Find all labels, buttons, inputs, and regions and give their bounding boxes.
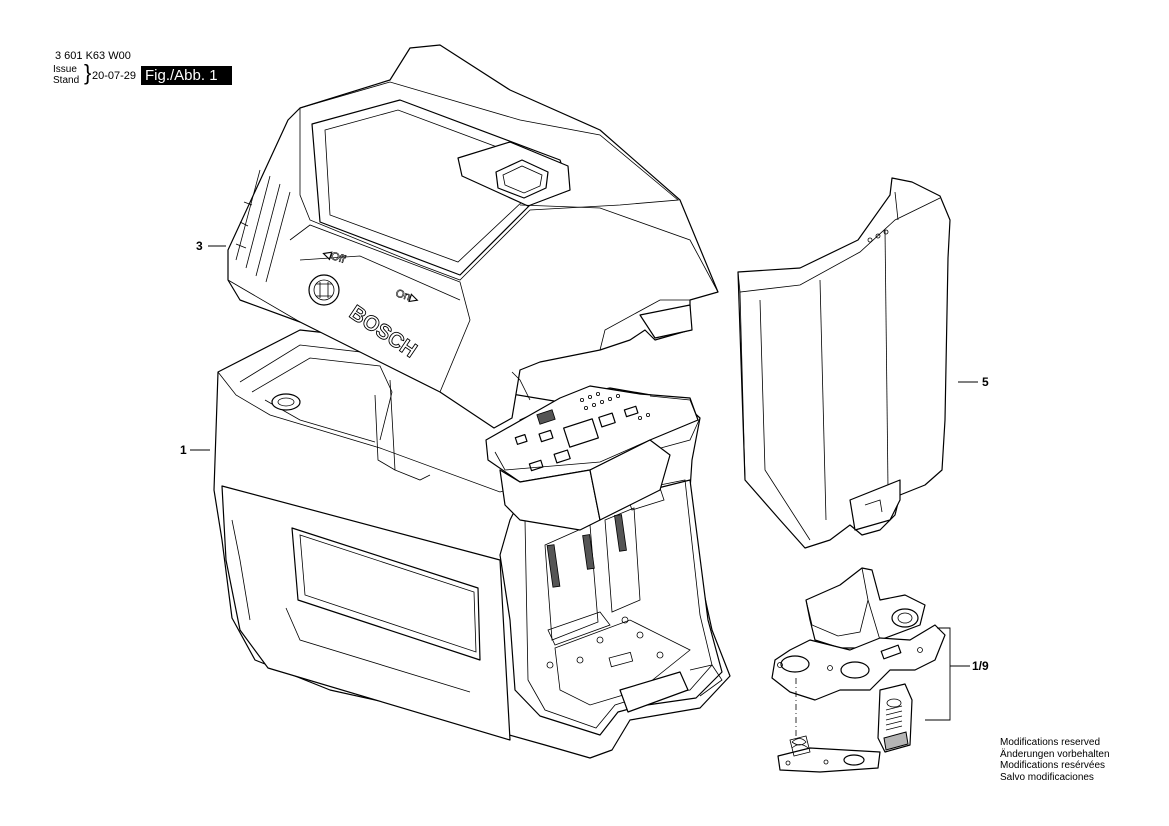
- notice-line: Änderungen vorbehalten: [1000, 748, 1110, 760]
- part-number: 3 601 K63 W00: [55, 50, 131, 62]
- leader-line-1-9: [925, 627, 970, 721]
- pcb-pads: [580, 391, 651, 420]
- issue-brace: }: [84, 60, 92, 85]
- notice-line: Salvo modificaciones: [1000, 771, 1094, 783]
- stand-label: Stand: [53, 75, 80, 86]
- callout-5: 5: [982, 375, 989, 389]
- modifications-notice: Modifications reserved Änderungen vorbeh…: [1000, 737, 1110, 783]
- callout-1: 1: [180, 443, 187, 457]
- issue-date: 20-07-29: [92, 70, 137, 82]
- callout-3: 3: [196, 239, 203, 253]
- notice-line: Modifications reserved: [1000, 737, 1101, 748]
- notice-line: Modifications resérvées: [1000, 760, 1106, 771]
- bracket-assembly-part-1-9: [771, 567, 946, 773]
- figure-label: Fig./Abb. 1: [141, 66, 232, 85]
- callout-1-9: 1/9: [972, 659, 989, 673]
- issue-stand-labels: Issue Stand: [53, 64, 79, 86]
- issue-label: Issue: [53, 64, 77, 75]
- top-cover-part-3: [227, 44, 719, 429]
- lower-housing-part-1: [213, 329, 731, 759]
- side-panel-part-5: [737, 177, 951, 549]
